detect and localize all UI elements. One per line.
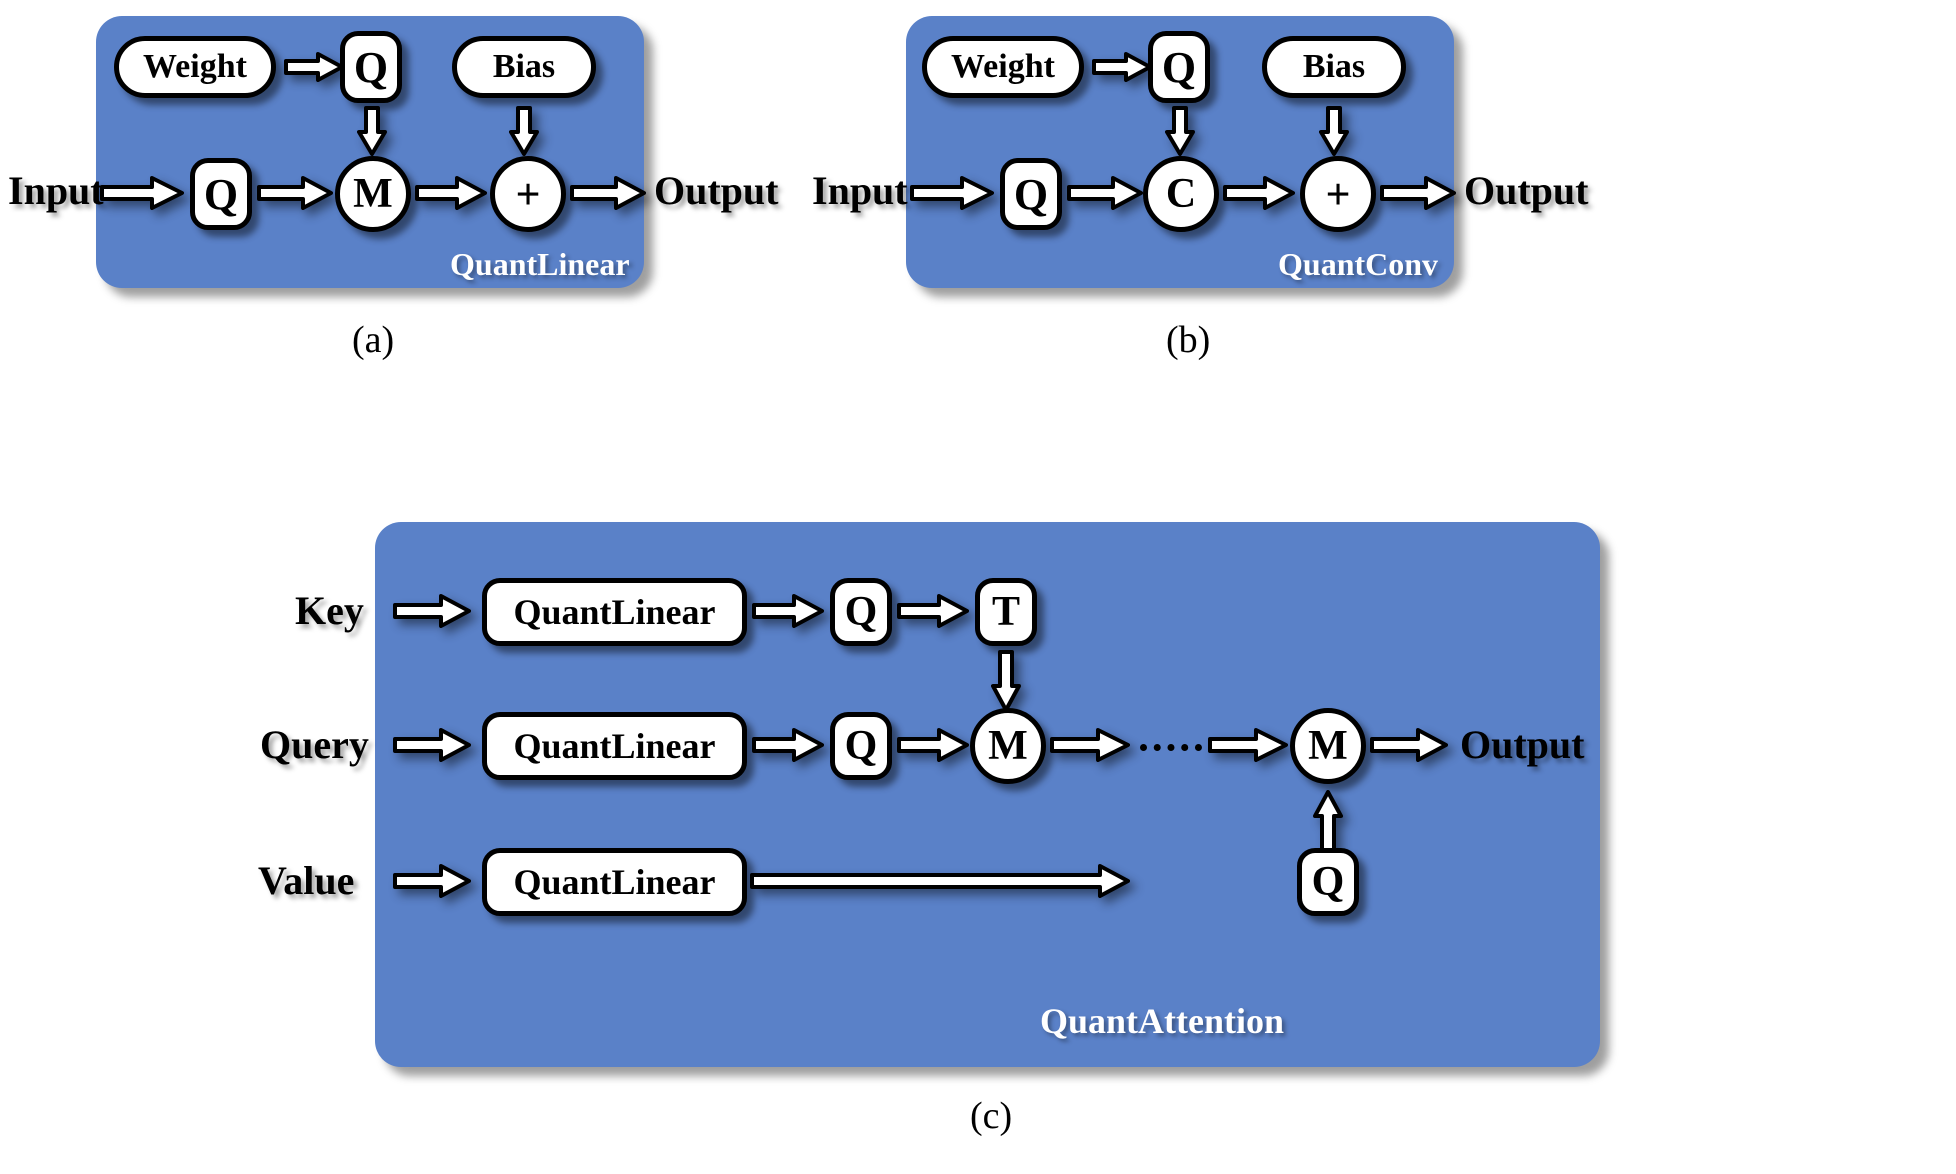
panel-a-multiply-node: M (335, 156, 411, 232)
panel-c-value-quantlinear-node: QuantLinear (482, 848, 747, 916)
panel-c-q-to-m1-arrow (897, 728, 969, 762)
panel-b-weight-node: Weight (922, 36, 1084, 98)
panel-a-bias-down-arrow (509, 106, 539, 156)
panel-c-output-label: Output (1460, 721, 1585, 767)
panel-b-inputq-to-conv-arrow (1067, 176, 1143, 210)
panel-c-key-label: Key (295, 587, 364, 633)
panel-b-weight-arrow (1092, 52, 1152, 82)
panel-b-output-arrow (1380, 176, 1456, 210)
panel-c-key-to-q-arrow (752, 594, 824, 628)
panel-b-conv-to-add-arrow (1223, 176, 1295, 210)
panel-c-q-to-t-arrow (897, 594, 969, 628)
panel-a-output-arrow (570, 176, 646, 210)
panel-b-bias-down-arrow (1319, 106, 1349, 156)
panel-a-weight-quant-node: Q (340, 31, 402, 103)
panel-c-query-label: Query (260, 721, 369, 767)
panel-c-query-to-q-arrow (752, 728, 824, 762)
panel-b-caption: (b) (1166, 319, 1211, 361)
panel-c-matmul2-node: M (1290, 708, 1366, 784)
panel-c-t-down-arrow (991, 650, 1021, 712)
panel-a-mul-to-add-arrow (415, 176, 487, 210)
panel-c-value-label: Value (258, 857, 355, 903)
panel-c-value-long-arrow (750, 864, 1130, 898)
panel-b-bias-node: Bias (1262, 36, 1406, 98)
panel-a-inputq-to-mul-arrow (257, 176, 333, 210)
panel-c-key-quant-node: Q (830, 578, 892, 646)
panel-b-input-label: Input (812, 167, 908, 213)
panel-a-input-label: Input (8, 167, 104, 213)
panel-c-query-quant-node: Q (830, 712, 892, 780)
panel-c-query-arrow (393, 728, 471, 762)
panel-a-input-quant-node: Q (190, 158, 252, 230)
panel-c-name-label: QuantAttention (1040, 1001, 1285, 1041)
panel-c-key-arrow (393, 594, 471, 628)
panel-b-input-quant-node: Q (1000, 158, 1062, 230)
panel-b-input-arrow (910, 176, 994, 210)
panel-b-weight-quant-node: Q (1148, 31, 1210, 103)
panel-b-add-node: + (1300, 156, 1376, 232)
panel-c-to-m2-arrow (1208, 728, 1288, 762)
panel-b-weight-down-arrow (1165, 106, 1195, 156)
panel-a-weight-node: Weight (114, 36, 276, 98)
panel-c-value-arrow (393, 864, 471, 898)
panel-c-key-quantlinear-node: QuantLinear (482, 578, 747, 646)
panel-b-output-label: Output (1464, 167, 1589, 213)
panel-b-name-label: QuantConv (1278, 246, 1439, 282)
panel-c-ellipsis (1140, 744, 1202, 751)
panel-c-transpose-node: T (975, 578, 1037, 646)
panel-b-conv-node: C (1143, 156, 1219, 232)
panel-a-caption: (a) (352, 319, 395, 361)
panel-c-caption: (c) (970, 1095, 1013, 1137)
panel-a-bias-node: Bias (452, 36, 596, 98)
panel-a-add-node: + (490, 156, 566, 232)
panel-c-value-quant-node: Q (1297, 848, 1359, 916)
panel-c-query-quantlinear-node: QuantLinear (482, 712, 747, 780)
panel-a-weight-arrow (284, 52, 344, 82)
panel-c-matmul1-node: M (970, 708, 1046, 784)
panel-a-output-label: Output (654, 167, 779, 213)
panel-c-output-arrow (1370, 728, 1448, 762)
panel-c-m1-out-arrow (1050, 728, 1130, 762)
panel-a-name-label: QuantLinear (450, 246, 630, 282)
panel-c-vq-up-arrow (1313, 790, 1343, 852)
panel-a-weight-down-arrow (357, 106, 387, 156)
panel-a-input-arrow (100, 176, 184, 210)
